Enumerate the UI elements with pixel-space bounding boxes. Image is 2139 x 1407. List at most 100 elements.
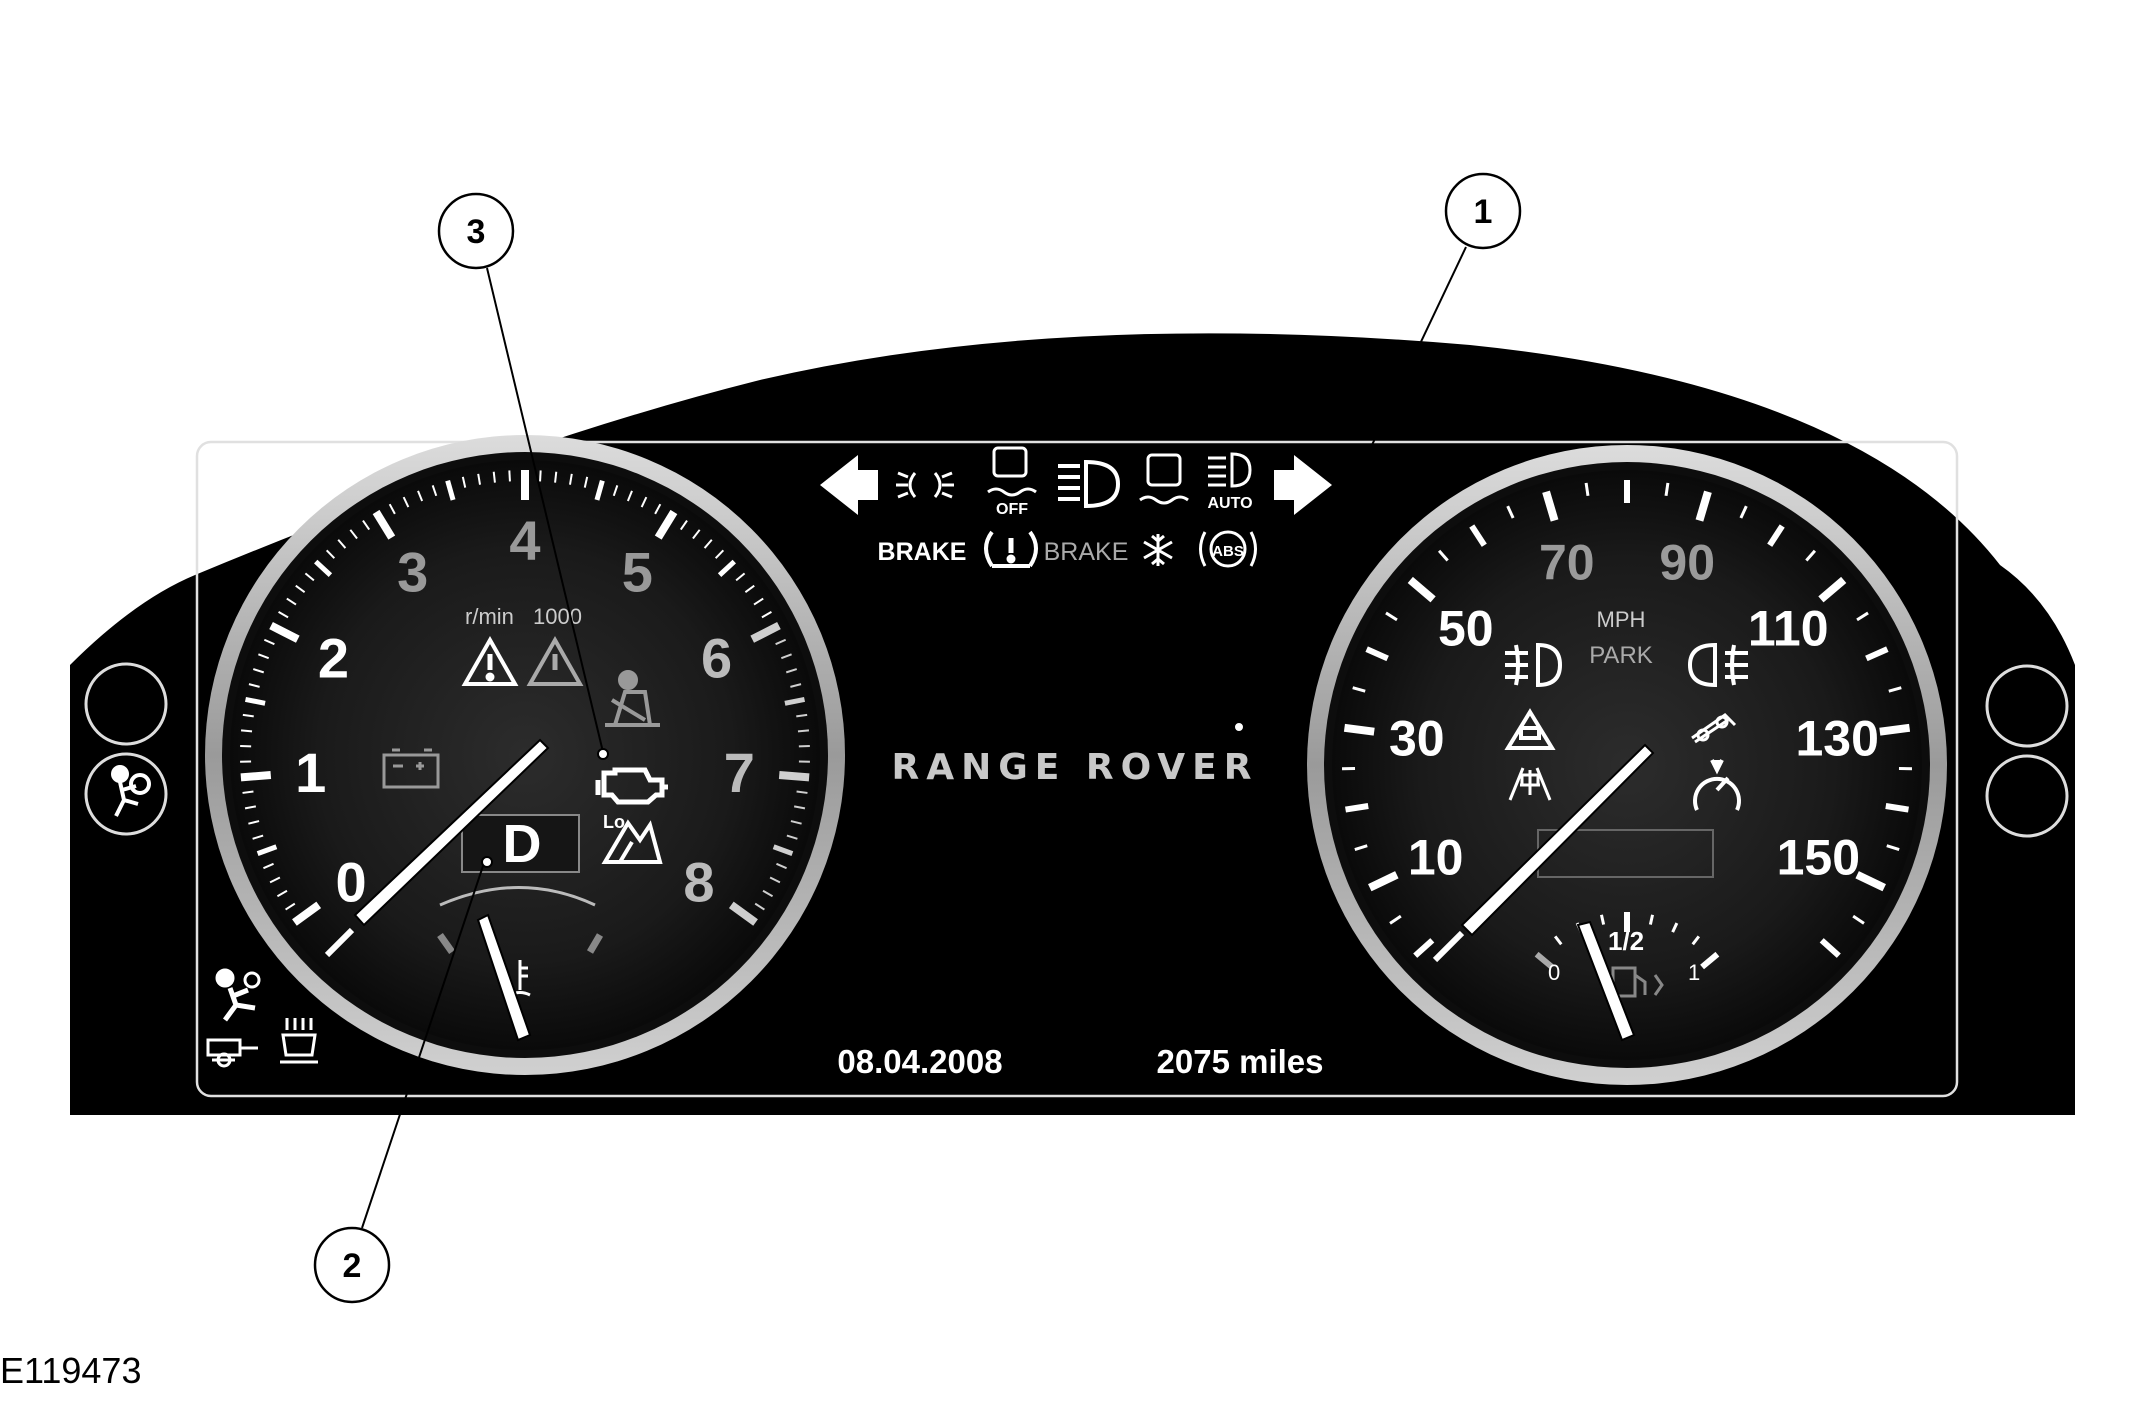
fuel-tick <box>1700 951 1720 970</box>
tach-minor-tick <box>248 820 260 825</box>
tach-minor-tick <box>776 862 787 870</box>
tach-minor-tick <box>252 668 265 674</box>
speed-numeral: 90 <box>1659 535 1715 591</box>
odometer-display: 2075 miles <box>1157 1043 1324 1080</box>
speed-minor-tick <box>1819 938 1841 958</box>
tach-minor-tick <box>569 473 573 485</box>
speed-numeral: 50 <box>1438 600 1494 656</box>
tach-numeral: 7 <box>724 741 755 804</box>
speed-major-tick <box>1368 871 1399 892</box>
tach-minor-tick <box>304 572 315 582</box>
tach-major-tick <box>750 622 781 643</box>
tach-minor-tick <box>703 539 713 549</box>
speed-numeral: 30 <box>1389 710 1445 766</box>
speed-minor-tick <box>1413 938 1435 958</box>
auto-headlamp-icon <box>1208 452 1252 488</box>
tach-minor-tick <box>786 834 798 840</box>
tach-minor-tick <box>244 696 266 706</box>
tach-minor-tick <box>784 696 806 706</box>
fuel-tick <box>1599 914 1606 925</box>
seatbelt-icon <box>605 670 660 727</box>
tach-minor-tick <box>554 471 558 483</box>
speed-minor-tick <box>1664 482 1670 497</box>
tach-minor-tick <box>769 876 781 884</box>
tach-multiplier: 1000 <box>533 604 582 629</box>
speed-minor-tick <box>1437 549 1449 562</box>
tach-minor-tick <box>744 584 755 594</box>
tach-minor-tick <box>790 820 802 825</box>
abs-warning-icon <box>1199 530 1257 568</box>
fuel-tick <box>1691 935 1701 946</box>
brake-warning-left: BRAKE <box>878 538 967 566</box>
inner-panel-outline <box>195 440 1959 1098</box>
tach-numeral: 2 <box>318 626 349 689</box>
tach-numeral: 3 <box>397 541 428 604</box>
gear-indicator: D <box>503 814 542 874</box>
tach-minor-tick <box>640 496 648 508</box>
speed-major-tick <box>1879 723 1911 736</box>
tach-minor-tick <box>775 638 787 646</box>
abs-label: ABS <box>1212 543 1244 560</box>
speed-minor-tick <box>1852 914 1865 925</box>
rear-fog-light-icon <box>1687 642 1748 688</box>
lo-range-label: Lo <box>603 812 625 832</box>
tach-minor-tick <box>679 519 688 531</box>
warning-triangle-amber-icon <box>526 635 584 686</box>
brake-warning-right: BRAKE <box>1044 538 1129 566</box>
fuel-tick <box>1648 914 1655 925</box>
date-display: 08.04.2008 <box>837 1043 1002 1080</box>
tach-minor-tick <box>337 539 347 549</box>
speed-minor-tick <box>1885 803 1909 813</box>
tach-needle <box>353 738 550 927</box>
tach-minor-tick <box>780 653 792 660</box>
airbag-off-icon <box>111 765 151 817</box>
speed-ticks <box>1342 480 1912 958</box>
stability-control-icon <box>1139 453 1189 505</box>
tach-minor-tick <box>314 559 333 577</box>
tach-minor-tick <box>797 729 810 733</box>
speed-major-tick <box>1343 723 1375 736</box>
stability-control-off-icon <box>987 446 1037 497</box>
tach-major-tick <box>240 771 272 782</box>
speed-minor-tick <box>1856 611 1869 622</box>
tach-minor-tick <box>258 653 270 660</box>
center-warning-lamps: OFF AUTO BRAKE BRAKE ABS <box>820 446 1332 568</box>
speed-minor-tick <box>1506 505 1515 519</box>
front-fog-light-icon <box>1505 642 1563 688</box>
tach-numeral: 5 <box>622 541 653 604</box>
tach-minor-tick <box>286 597 297 606</box>
speed-minor-tick <box>1805 549 1817 562</box>
auto-headlamp-label: AUTO <box>1207 495 1252 512</box>
left-lower-button <box>84 752 168 836</box>
stability-off-label: OFF <box>996 501 1028 518</box>
tach-minor-tick <box>753 597 764 606</box>
tach-numeral: 4 <box>509 509 540 572</box>
hill-descent-icon <box>601 819 663 864</box>
fuel-half-label: 1/2 <box>1608 926 1644 956</box>
tach-minor-tick <box>388 503 396 515</box>
tach-minor-tick <box>263 638 275 646</box>
tach-minor-tick <box>796 790 808 794</box>
tach-minor-tick <box>717 559 736 577</box>
tach-minor-tick <box>790 683 802 688</box>
tach-major-tick <box>728 901 758 926</box>
speed-minor-tick <box>1352 686 1366 693</box>
tach-minor-tick <box>539 470 542 482</box>
speed-major-tick <box>1695 490 1712 522</box>
speed-major-tick <box>1542 490 1559 522</box>
tach-minor-tick <box>417 490 424 502</box>
speed-minor-tick <box>1345 803 1369 813</box>
speed-unit: MPH <box>1597 607 1646 632</box>
fuel-needle <box>1576 920 1636 1042</box>
temp-hot-mark <box>586 933 604 954</box>
tach-minor-tick <box>263 862 274 870</box>
fuel-empty-label: 0 <box>1548 960 1560 985</box>
callout-1: 1 <box>1233 172 1522 733</box>
speed-minor-tick <box>1739 505 1748 519</box>
speed-minor-tick <box>1888 686 1902 693</box>
trailer-icon <box>206 1038 258 1068</box>
fuel-tick <box>1553 935 1563 946</box>
